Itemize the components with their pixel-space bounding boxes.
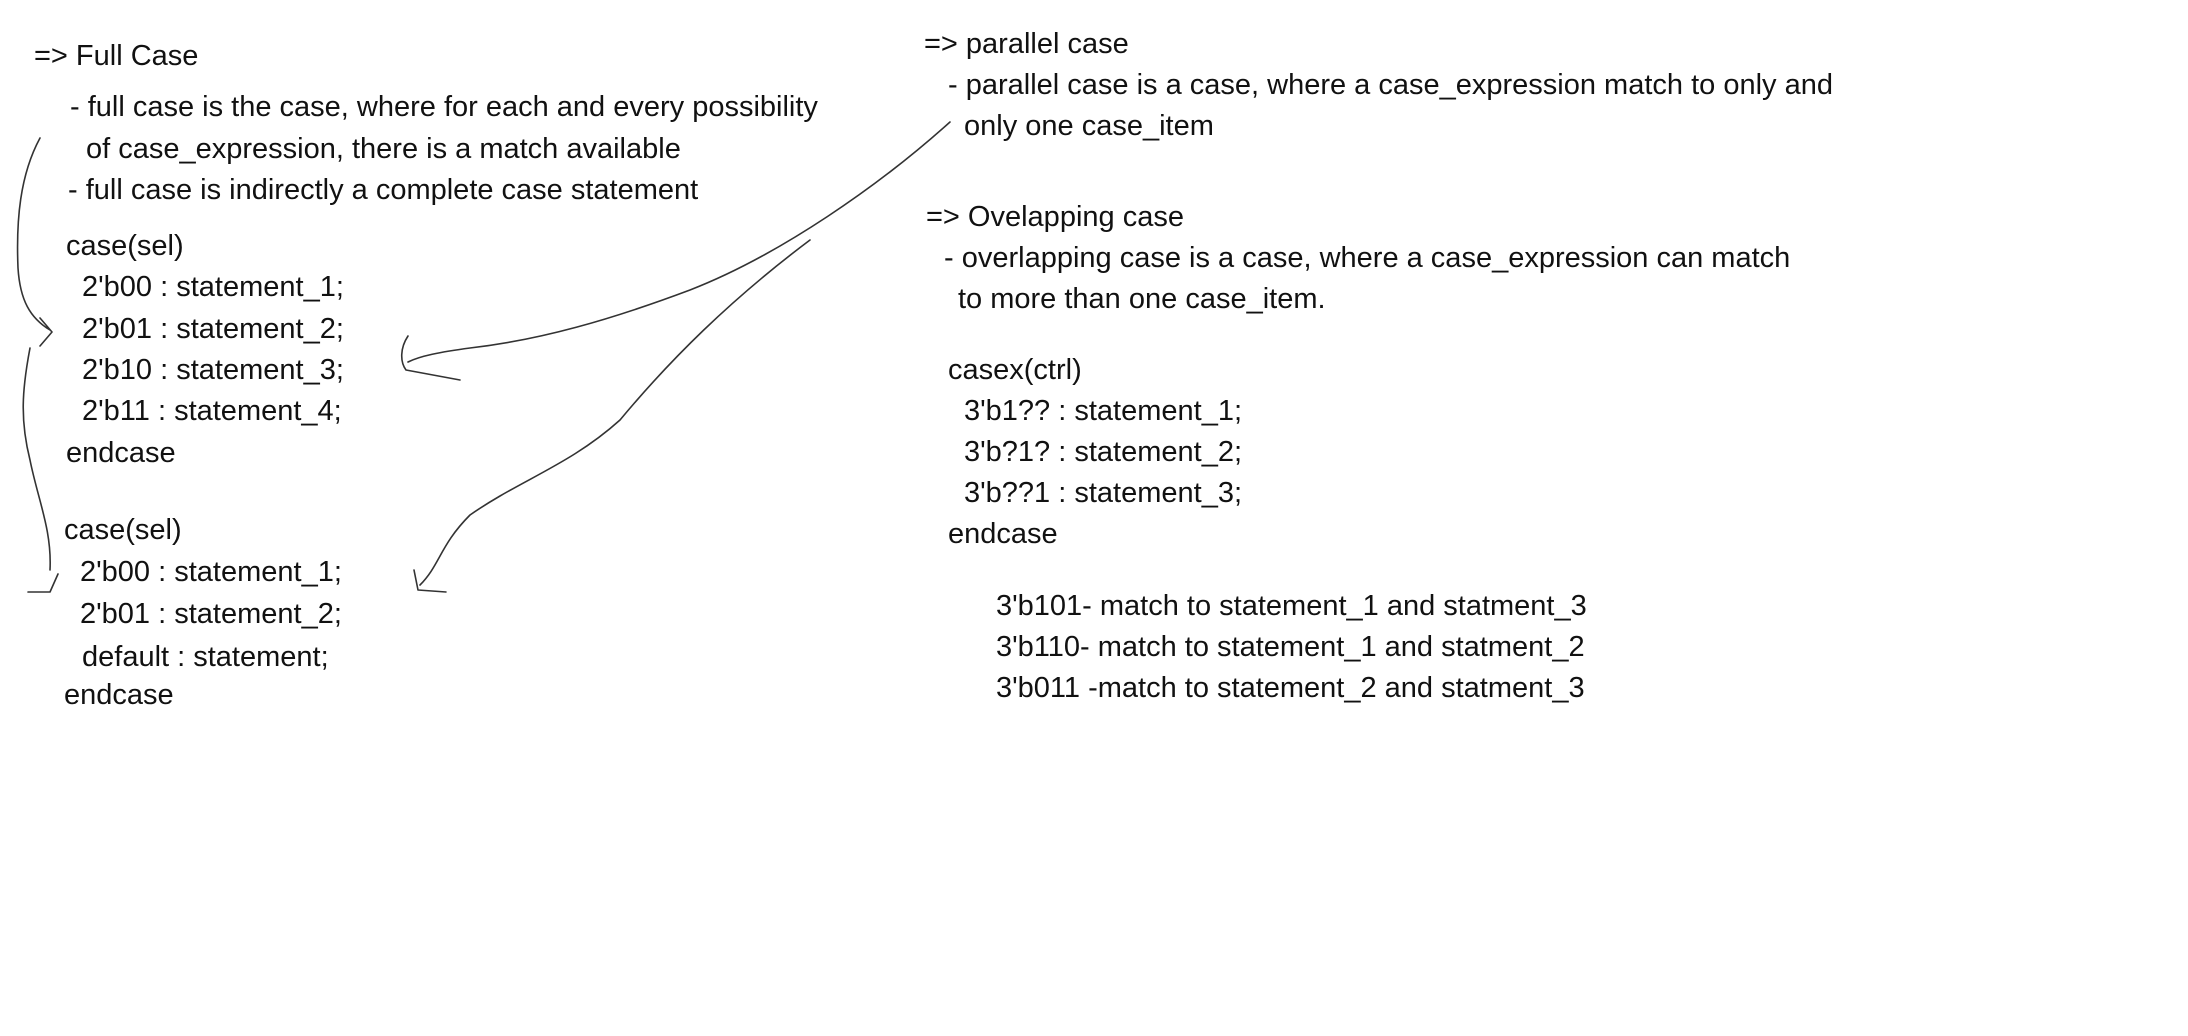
code-line: endcase [66,437,176,469]
full-case-bullet-1: - full case is the case, where for each … [70,91,818,123]
code-line: 2'b01 : statement_2; [82,313,344,345]
code-line: 3'b?1? : statement_2; [964,436,1243,468]
code-line: 2'b01 : statement_2; [80,598,342,630]
full-case-bullet-2: - full case is indirectly a complete cas… [68,174,699,206]
code-line: case(sel) [64,514,182,546]
code-line: endcase [64,679,174,711]
code-line: 2'b10 : statement_3; [82,354,344,386]
full-case-bullet-1-cont: of case_expression, there is a match ava… [86,133,681,165]
code-line: 3'b??1 : statement_3; [964,477,1243,509]
match-line: 3'b011 -match to statement_2 and statmen… [996,672,1585,704]
overlapping-case-bullet-1-cont: to more than one case_item. [958,283,1326,315]
match-line: 3'b101- match to statement_1 and statmen… [996,590,1587,622]
code-line: default : statement; [82,641,329,673]
code-line: case(sel) [66,230,184,262]
match-line: 3'b110- match to statement_1 and statmen… [996,631,1585,663]
overlapping-case-bullet-1: - overlapping case is a case, where a ca… [944,242,1791,274]
parallel-arrow-lower [413,239,811,593]
code-line: 3'b1?? : statement_1; [964,395,1243,427]
code-line: 2'b00 : statement_1; [80,556,342,588]
code-line: 2'b11 : statement_4; [82,395,342,427]
parallel-case-bullet-1-cont: only one case_item [964,110,1214,142]
parallel-case-bullet-1: - parallel case is a case, where a case_… [948,69,1833,101]
code-line: endcase [948,518,1058,550]
overlapping-case-heading: => Ovelapping case [926,201,1184,233]
parallel-case-heading: => parallel case [924,28,1129,60]
code-line: casex(ctrl) [948,354,1082,386]
full-case-heading: => Full Case [34,40,199,72]
code-line: 2'b00 : statement_1; [82,271,344,303]
parallel-arrow-upper [400,121,951,381]
left-bracket-arrow [16,137,59,593]
